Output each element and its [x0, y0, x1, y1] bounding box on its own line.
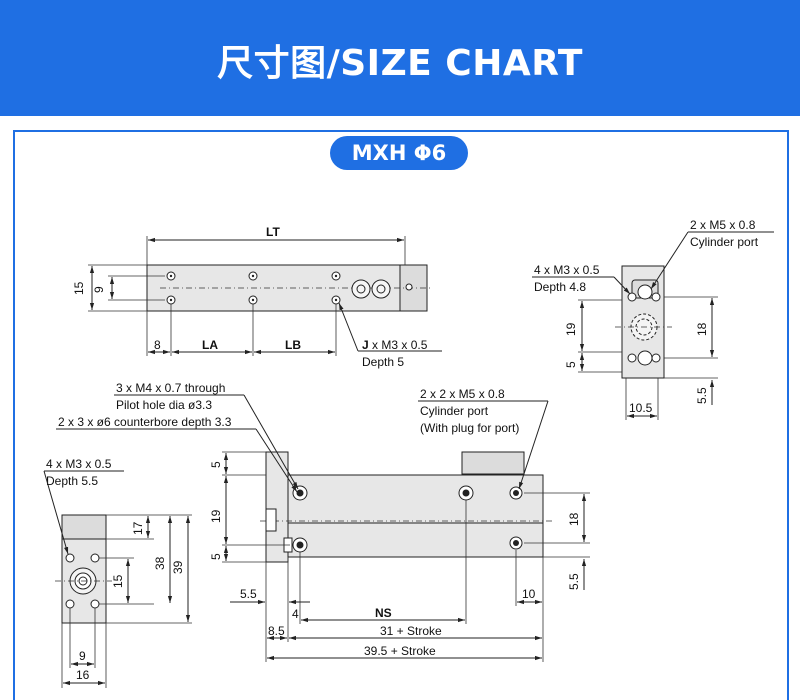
dim-5-5-side-left: 5.5: [240, 587, 257, 601]
m3-spec-right: 4 x M3 x 0.5: [534, 263, 600, 277]
side-view: 3 x M4 x 0.7 through Pilot hole dia ø3.3…: [56, 381, 590, 662]
dim-18-right: 18: [695, 322, 709, 336]
counterbore-spec: 2 x 3 x ø6 counterbore depth 3.3: [58, 415, 232, 429]
dim-9-left: 9: [79, 649, 86, 663]
end-body-left-top: [61, 514, 107, 540]
dim-15-left: 15: [111, 574, 125, 588]
dim-31-stroke: 31 + Stroke: [380, 624, 442, 638]
j-depth: Depth 5: [362, 355, 404, 369]
dim-19-side: 19: [209, 509, 223, 523]
plug-note: (With plug for port): [420, 421, 519, 435]
dim-38: 38: [153, 556, 167, 570]
dim-18-side: 18: [567, 512, 581, 526]
dim-4: 4: [292, 607, 299, 621]
top-view: LT 15 9 8 LA LB J x M3 x 0.5 Depth 5: [72, 225, 442, 369]
model-tab: MXH Φ6: [330, 136, 468, 170]
dim-5-right: 5: [564, 361, 578, 368]
dim-5-bot-side: 5: [209, 553, 223, 560]
dim-19-right: 19: [564, 322, 578, 336]
port-label: Cylinder port: [420, 404, 489, 418]
page-title: 尺寸图/SIZE CHART: [217, 43, 583, 84]
dim-8: 8: [154, 338, 161, 352]
dim-8-5: 8.5: [268, 624, 285, 638]
dim-39-5-stroke: 39.5 + Stroke: [364, 644, 436, 658]
cylinder-body-side: [287, 522, 544, 558]
m3-spec-left: 4 x M3 x 0.5: [46, 457, 112, 471]
j-callout: J x M3 x 0.5: [362, 338, 428, 352]
port-spec: 2 x 2 x M5 x 0.8: [420, 387, 505, 401]
m3-depth-left: Depth 5.5: [46, 474, 98, 488]
dim-5-top-side: 5: [209, 461, 223, 468]
dim-15: 15: [72, 281, 86, 295]
m5-spec: 2 x M5 x 0.8: [690, 218, 756, 232]
dim-16: 16: [76, 668, 90, 682]
dim-17: 17: [131, 521, 145, 535]
slide-table-side: [287, 474, 544, 524]
drawing-panel: [13, 130, 789, 700]
end-view-right: 2 x M5 x 0.8 Cylinder port 4 x M3 x 0.5 …: [532, 218, 774, 420]
mounting-hole-row: [166, 271, 341, 305]
m5-port: Cylinder port: [690, 235, 759, 249]
dim-39: 39: [171, 560, 185, 574]
dim-10-5: 10.5: [629, 401, 653, 415]
m4-spec: 3 x M4 x 0.7 through: [116, 381, 225, 395]
end-plate-top: [461, 451, 525, 475]
dim-9: 9: [92, 286, 106, 293]
dim-5-5-side-right: 5.5: [567, 573, 581, 590]
pilot-hole: Pilot hole dia ø3.3: [116, 398, 212, 412]
header-banner: 尺寸图/SIZE CHART: [0, 0, 800, 116]
m3-depth-right: Depth 4.8: [534, 280, 586, 294]
dim-10: 10: [522, 587, 536, 601]
dim-ns: NS: [375, 606, 392, 620]
dim-lb: LB: [285, 338, 301, 352]
dim-5-5-right: 5.5: [695, 387, 709, 404]
dim-la: LA: [202, 338, 218, 352]
end-view-left: 4 x M3 x 0.5 Depth 5.5 17 15 38 39 9 16: [43, 457, 192, 688]
dim-lt: LT: [266, 225, 280, 239]
